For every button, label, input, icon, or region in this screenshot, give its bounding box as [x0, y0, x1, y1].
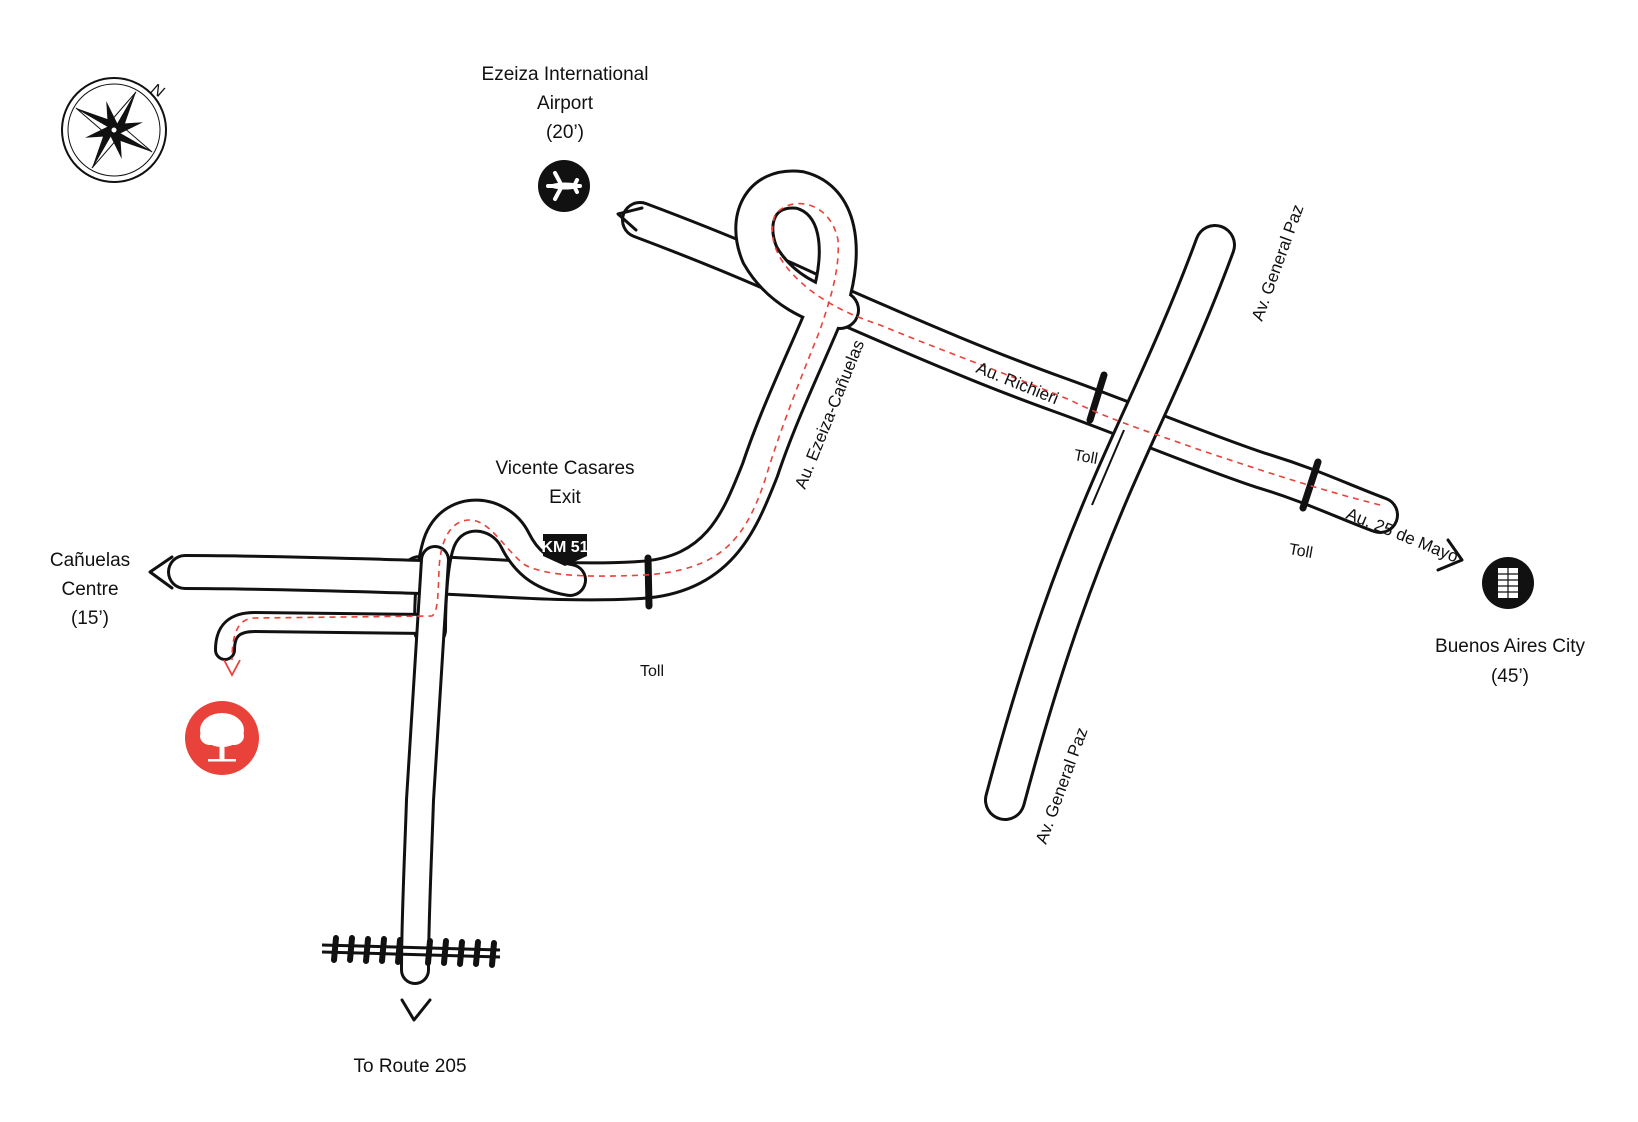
suggested-route	[231, 202, 1381, 661]
chevron-city-icon	[1436, 538, 1464, 572]
vicente-casares-exit: Vicente Casares Exit KM 51	[495, 458, 635, 566]
km-sign: KM 51	[541, 534, 589, 566]
canuelas-travel-time: (15’)	[71, 608, 109, 629]
toll-bar-richieri	[1086, 371, 1108, 424]
city-name: Buenos Aires City	[1435, 636, 1585, 657]
toll-bars	[644, 371, 1322, 610]
destination-marker[interactable]	[185, 701, 259, 775]
toll-label-ezeiza: Toll	[640, 663, 664, 680]
road-label-general-paz-north: Av. General Paz	[1248, 202, 1308, 323]
km-sign-text: KM 51	[541, 539, 588, 556]
vicente-name-line1: Vicente Casares	[495, 458, 634, 479]
chevron-airport-icon	[616, 206, 644, 232]
road-label-25-mayo: Au. 25 de Mayo	[1344, 504, 1462, 566]
route205-label: To Route 205	[353, 1056, 466, 1077]
buildings-icon	[1482, 557, 1534, 609]
road-route205-inner	[403, 548, 447, 982]
chevron-route205-icon	[400, 998, 432, 1022]
airport-marker[interactable]: Ezeiza International Airport (20’)	[482, 64, 649, 212]
canuelas-name-line2: Centre	[61, 579, 118, 600]
city-travel-time: (45’)	[1491, 666, 1529, 687]
airport-name-line1: Ezeiza International	[482, 64, 649, 85]
tree-icon	[200, 713, 244, 762]
chevron-canuelas-icon	[148, 555, 174, 590]
road-general-paz-inner	[987, 227, 1233, 818]
airplane-icon	[538, 160, 590, 212]
route-arrow-head	[223, 659, 241, 677]
airport-travel-time: (20’)	[546, 122, 584, 143]
toll-bar-ezeiza	[644, 554, 653, 610]
toll-bar-25-mayo	[1299, 458, 1322, 512]
road-to-canuelas-inner	[170, 557, 440, 592]
railway-track	[321, 935, 501, 968]
road-ezeiza-canuelas-inner	[403, 172, 857, 599]
city-marker[interactable]: Buenos Aires City (45’)	[1435, 557, 1585, 687]
compass-north-label: N	[148, 81, 167, 102]
canuelas-name-line1: Cañuelas	[50, 550, 130, 571]
compass-rose-icon: N	[61, 77, 167, 183]
toll-label-25-mayo: Toll	[1287, 541, 1314, 562]
canuelas-centre-label: Cañuelas Centre (15’)	[50, 550, 130, 629]
road-local-inner	[217, 614, 438, 658]
roads	[167, 169, 1399, 985]
vicente-name-line2: Exit	[549, 487, 581, 508]
toll-label-richieri: Toll	[1072, 447, 1099, 468]
airport-name-line2: Airport	[537, 93, 594, 114]
